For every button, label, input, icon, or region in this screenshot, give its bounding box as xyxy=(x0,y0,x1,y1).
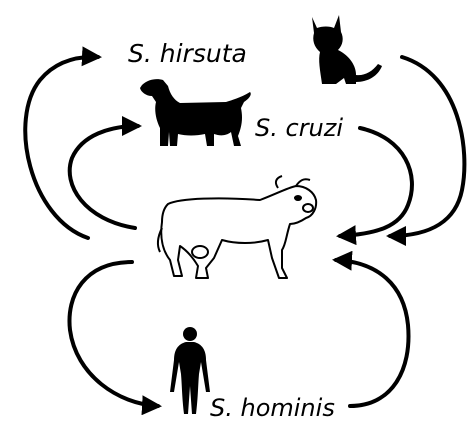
arrow-cow-to-hirsuta xyxy=(25,57,98,238)
arrow-cow-to-human xyxy=(69,262,158,406)
arrow-hominis-to-cow xyxy=(336,260,409,406)
cow-icon xyxy=(158,176,316,278)
dog-icon xyxy=(140,79,251,146)
human-icon xyxy=(170,327,210,414)
label-s-hirsuta: S. hirsuta xyxy=(128,39,247,68)
arrow-cat-to-cow xyxy=(390,57,464,236)
label-s-cruzi: S. cruzi xyxy=(255,114,343,142)
arrow-cruzi-to-cow xyxy=(340,128,412,236)
label-s-hominis: S. hominis xyxy=(210,394,335,422)
cat-icon xyxy=(312,15,382,84)
arrow-cow-to-dog xyxy=(70,126,138,228)
